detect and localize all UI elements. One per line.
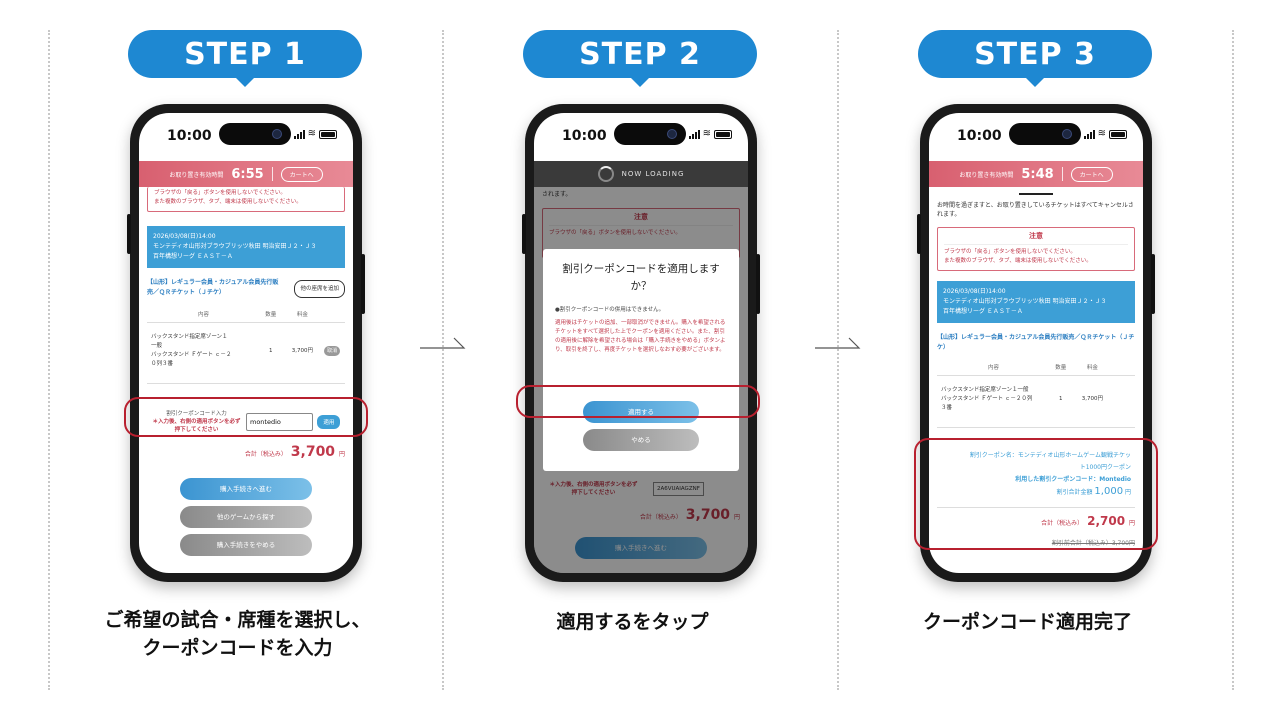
dynamic-island [1009, 123, 1081, 145]
step-caption: 適用するをタップ [556, 611, 709, 633]
step-badge: STEP 1 [128, 30, 362, 87]
system-icons: ≋ [1083, 128, 1127, 139]
hold-timer-bar: お取り置き有効時間 6:55 カートへ [139, 161, 353, 187]
proceed-checkout-button[interactable]: 購入手続きへ進む [180, 478, 312, 500]
divider [837, 30, 839, 690]
step-1-panel: STEP 1 10:00 ≋ お取り置き有効時間 6:55 カートへ [58, 0, 418, 720]
divider [48, 30, 50, 690]
total-row: 合計（税込み） 2,700 円 [1041, 514, 1135, 528]
cart-button[interactable]: カートへ [1070, 166, 1113, 182]
match-info: 2026/03/08(日)14:00 モンテディオ山形対ブラウブリッツ秋田 明治… [937, 281, 1135, 323]
total-row: 合計（税込み） 3,700 円 [244, 444, 345, 460]
screen-content: お時間を過ぎますと、お取り置きしているチケットはすべてキャンセルされます。 注意… [929, 193, 1143, 549]
battery-icon [1109, 130, 1127, 139]
cart-button[interactable]: カートへ [280, 166, 323, 182]
signal-icon [1083, 130, 1095, 139]
warning-box: 注意 ブラウザの「戻る」ボタンを使用しないでください。 また複数のブラウザ、タブ… [937, 227, 1135, 271]
dialog-notice: 適用後はチケットの追加、一部取消ができません。購入を希望されるチケットをすべて選… [555, 320, 726, 353]
warning-box: ブラウザの「戻る」ボタンを使用しないでください。 また複数のブラウザ、タブ、端末… [147, 187, 345, 212]
screen-content: ブラウザの「戻る」ボタンを使用しないでください。 また複数のブラウザ、タブ、端末… [139, 187, 353, 556]
coupon-apply-button[interactable]: 適用 [317, 415, 341, 429]
divider [442, 30, 444, 690]
status-bar: 10:00 ≋ [139, 113, 353, 157]
total-amount: 3,700 [290, 444, 336, 460]
hold-timer-bar: お取り置き有効時間 5:48 カートへ [929, 161, 1143, 187]
coupon-confirm-dialog: 割引クーポンコードを適用しますか？ ●割引クーポンコードの併用はできません。 適… [543, 249, 739, 471]
clock: 10:00 [957, 128, 1002, 144]
table-row: バックスタンド指定席ゾーン１ 一般 バックスタンド Ｆゲート ｃ－２ ０列３番 … [147, 323, 345, 384]
highlight-frame [516, 385, 760, 418]
timer-value: 6:55 [231, 166, 264, 182]
coupon-entry: 割引クーポンコード入力 ＊入力後、右側の適用ボタンを必ず 押下してください mo… [147, 410, 345, 434]
step-2-panel: STEP 2 10:00 ≋ NOW LOADING されます。 注意 [453, 0, 813, 720]
arrow-right-icon [815, 337, 861, 349]
table-row: バックスタンド指定席ゾーン１一般 バックスタンド Ｆゲート ｃ－２０列 ３番 1… [937, 376, 1135, 428]
clock: 10:00 [167, 128, 212, 144]
find-other-game-button[interactable]: 他のゲームから探す [180, 506, 312, 528]
system-icons: ≋ [688, 128, 732, 139]
intro-text: お時間を過ぎますと、お取り置きしているチケットはすべてキャンセルされます。 [937, 202, 1134, 218]
phone-screen: 10:00 ≋ NOW LOADING されます。 注意 ブラウザの「戻る」ボタ… [534, 113, 748, 573]
seat-title: 【山形】レギュラー会員・カジュアル会員先行販売／ＱＲチケット（Ｊチケ） [937, 334, 1135, 351]
phone-mockup: 10:00 ≋ お取り置き有効時間 5:48 カートへ お時間を過ぎますと、お取… [917, 104, 1155, 582]
highlight-frame [124, 397, 368, 437]
step-badge: STEP 2 [523, 30, 757, 87]
battery-icon [714, 130, 732, 139]
step-3-panel: STEP 3 10:00 ≋ お取り置き有効時間 5:48 カートへ お時間 [848, 0, 1208, 720]
status-bar: 10:00 ≋ [929, 113, 1143, 157]
phone-mockup: 10:00 ≋ NOW LOADING されます。 注意 ブラウザの「戻る」ボタ… [522, 104, 760, 582]
signal-icon [688, 130, 700, 139]
cancel-dialog-button[interactable]: やめる [583, 429, 699, 451]
quit-checkout-button[interactable]: 購入手続きをやめる [180, 534, 312, 556]
pre-discount-total: 割引前合計（税込み）3,700円 [1051, 540, 1135, 547]
battery-icon [319, 130, 337, 139]
dynamic-island [614, 123, 686, 145]
table-header: 内容 数量 料金 [937, 363, 1135, 376]
camera-icon [667, 129, 677, 139]
status-bar: 10:00 ≋ [534, 113, 748, 157]
signal-icon [293, 130, 305, 139]
wifi-icon: ≋ [1097, 128, 1106, 139]
phone-mockup: 10:00 ≋ お取り置き有効時間 6:55 カートへ ブラウザの「戻る」ボタン… [127, 104, 365, 582]
camera-icon [1062, 129, 1072, 139]
wifi-icon: ≋ [307, 128, 316, 139]
timer-label: お取り置き有効時間 [169, 171, 224, 179]
dialog-title: 割引クーポンコードを適用しますか？ [562, 263, 720, 292]
step-caption: ご希望の試合・席種を選択し、 クーポンコードを入力 [104, 609, 371, 659]
step-caption: クーポンコード適用完了 [922, 611, 1132, 633]
discount-amount: 1,000 [1094, 486, 1124, 497]
arrow-right-icon [420, 337, 466, 349]
table-header: 内容 数量 料金 [147, 310, 345, 323]
add-other-seat-button[interactable]: 他の座席を追加 [294, 280, 345, 298]
loading-bar: NOW LOADING [534, 161, 748, 187]
system-icons: ≋ [293, 128, 337, 139]
divider [1232, 30, 1234, 690]
clock: 10:00 [562, 128, 607, 144]
phone-screen: 10:00 ≋ お取り置き有効時間 6:55 カートへ ブラウザの「戻る」ボタン… [139, 113, 353, 573]
cancel-item-button[interactable]: 取消 [324, 345, 341, 356]
match-info: 2026/03/08(日)14:00 モンテディオ山形対ブラウブリッツ秋田 明治… [147, 226, 345, 268]
spinner-icon [597, 166, 614, 182]
wifi-icon: ≋ [702, 128, 711, 139]
phone-screen: 10:00 ≋ お取り置き有効時間 5:48 カートへ お時間を過ぎますと、お取… [929, 113, 1143, 573]
seat-title: 【山形】レギュラー会員・カジュアル会員先行販売／ＱＲチケット（Ｊチケ） 他の座席… [147, 278, 345, 298]
total-amount: 2,700 [1087, 514, 1126, 528]
dynamic-island [219, 123, 291, 145]
highlight-frame [914, 438, 1158, 550]
coupon-code-input[interactable]: montedio [246, 413, 314, 431]
camera-icon [272, 129, 282, 139]
step-badge: STEP 3 [918, 30, 1152, 87]
timer-value: 5:48 [1021, 166, 1054, 182]
discount-summary: 割引クーポン名：モンテディオ山形ホームゲーム観戦チケッ ト1000円クーポン 利… [937, 442, 1135, 508]
